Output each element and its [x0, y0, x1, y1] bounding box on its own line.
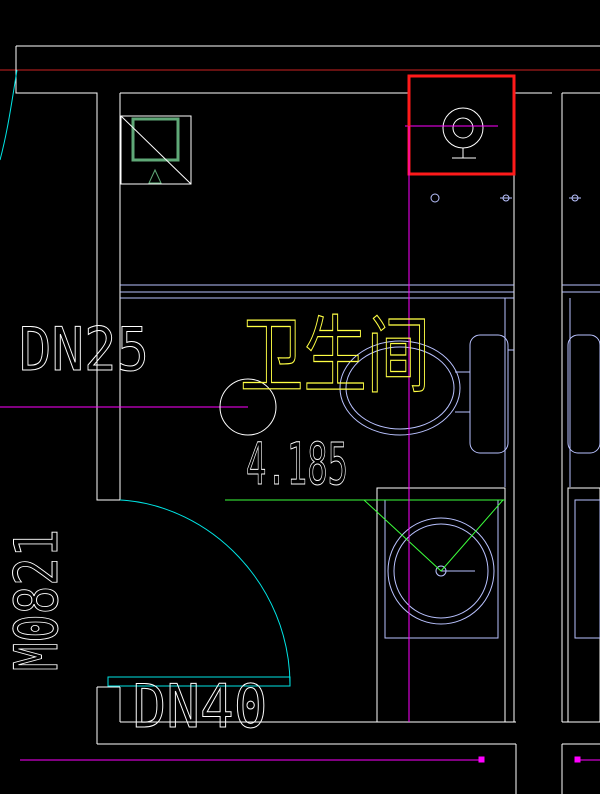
toilet-icon	[339, 334, 600, 454]
room-name-label: 卫生间	[240, 307, 430, 405]
left-wall-edge	[0, 69, 18, 161]
floor-drain-icon	[120, 115, 192, 185]
riser-pipe-icon	[405, 107, 498, 159]
pipe-size-label-dn40: DN40	[133, 672, 268, 742]
pipes	[0, 126, 600, 763]
pipe-size-label-dn25: DN25	[19, 315, 149, 385]
elevation-label: 4.185	[246, 430, 348, 498]
door-swing-icon	[107, 499, 291, 687]
fittings	[430, 193, 581, 203]
door-tag-label: M0821	[2, 529, 72, 671]
basin-icon	[363, 487, 600, 723]
elevation-marker-icon	[219, 378, 277, 436]
selection-highlight	[407, 74, 516, 176]
counter-ledge	[120, 284, 600, 487]
